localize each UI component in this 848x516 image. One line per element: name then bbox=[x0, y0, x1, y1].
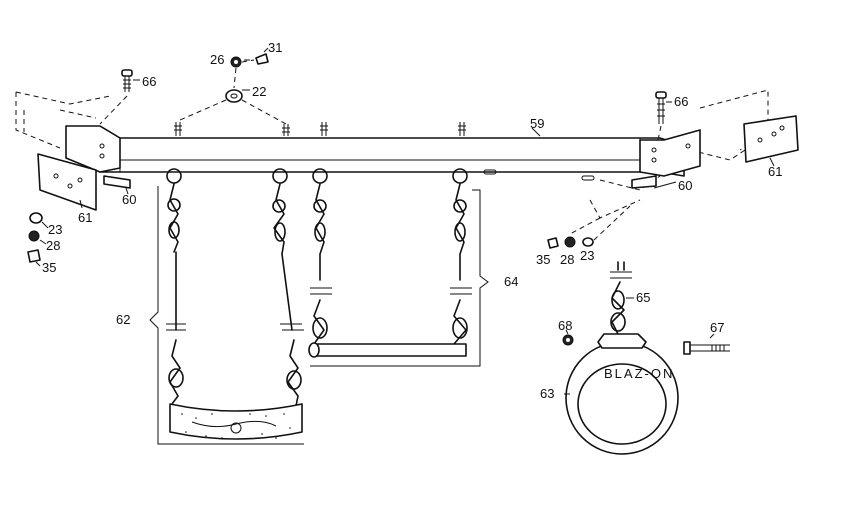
label-59: 59 bbox=[530, 116, 544, 131]
washer-right-23 bbox=[582, 237, 594, 247]
right-bracket-61 bbox=[743, 115, 799, 163]
label-35-right: 35 bbox=[536, 252, 550, 267]
nut-right-28 bbox=[564, 236, 576, 248]
cap-31-leader bbox=[241, 59, 255, 63]
cap-right-35 bbox=[547, 237, 559, 249]
label-26: 26 bbox=[210, 52, 224, 67]
left-bracket-61 bbox=[37, 153, 97, 211]
label-28-right: 28 bbox=[560, 252, 574, 267]
trapeze-assembly bbox=[308, 168, 472, 358]
phantom-frame-left bbox=[15, 91, 111, 149]
bolt-left-66 bbox=[121, 69, 133, 92]
bolt-right-66 bbox=[655, 91, 667, 124]
top-beam bbox=[99, 137, 685, 181]
swing-seat-assembly bbox=[166, 168, 304, 440]
label-65: 65 bbox=[636, 290, 650, 305]
cap-31 bbox=[255, 53, 269, 65]
label-leaders bbox=[35, 47, 775, 395]
washer-22-leader-a bbox=[179, 99, 227, 121]
nut-left-28 bbox=[28, 230, 40, 242]
label-68: 68 bbox=[558, 318, 572, 333]
label-62: 62 bbox=[116, 312, 130, 327]
nut-26-leader bbox=[233, 67, 237, 89]
bracket-64 bbox=[310, 189, 489, 367]
washer-22-leader-b bbox=[241, 99, 287, 125]
washer-22 bbox=[225, 89, 243, 103]
washer-left-23 bbox=[29, 212, 43, 224]
bolt-67 bbox=[683, 341, 730, 355]
right-hardware-leader bbox=[593, 205, 631, 241]
label-35-left: 35 bbox=[42, 260, 56, 275]
label-66-left: 66 bbox=[142, 74, 156, 89]
label-23-left: 23 bbox=[48, 222, 62, 237]
label-31: 31 bbox=[268, 40, 282, 55]
nut-26 bbox=[230, 56, 242, 68]
right-bracket-60 bbox=[631, 129, 701, 189]
bolt-right-leader bbox=[657, 125, 662, 141]
nut-68 bbox=[562, 334, 574, 346]
label-22: 22 bbox=[252, 84, 266, 99]
label-28-left: 28 bbox=[46, 238, 60, 253]
label-23-right: 23 bbox=[580, 248, 594, 263]
beam-studs bbox=[174, 122, 466, 136]
cap-left-35 bbox=[27, 249, 41, 263]
label-61-right: 61 bbox=[768, 164, 782, 179]
left-bracket-60 bbox=[65, 125, 131, 189]
bolt-left-leader bbox=[99, 95, 128, 125]
gym-ring-assembly: BLAZ-ON bbox=[565, 261, 679, 455]
bracket-62 bbox=[149, 186, 304, 445]
label-66-right: 66 bbox=[674, 94, 688, 109]
label-67: 67 bbox=[710, 320, 724, 335]
label-64: 64 bbox=[504, 274, 518, 289]
label-63: 63 bbox=[540, 386, 554, 401]
label-60-right: 60 bbox=[678, 178, 692, 193]
label-61-left: 61 bbox=[78, 210, 92, 225]
label-60-left: 60 bbox=[122, 192, 136, 207]
ring-brand-text: BLAZ-ON bbox=[604, 366, 674, 381]
